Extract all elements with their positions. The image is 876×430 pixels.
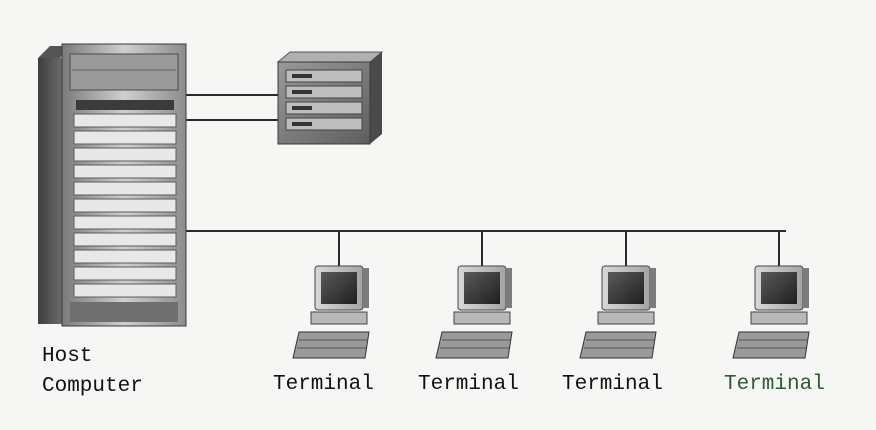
terminal-label: Terminal — [562, 373, 663, 396]
host-label-line-1: Host — [42, 345, 93, 368]
terminal-icon — [292, 265, 370, 359]
terminal-label: Terminal — [724, 373, 825, 396]
host-computer-icon — [38, 43, 187, 327]
host-computer-label: Host Computer — [42, 342, 143, 402]
network-cables — [186, 94, 786, 266]
terminal-label: Terminal — [418, 373, 519, 396]
terminal-icon — [579, 265, 657, 359]
terminal-icon — [435, 265, 513, 359]
storage-unit-icon — [276, 51, 384, 145]
terminal-label: Terminal — [273, 373, 374, 396]
terminal-icon — [732, 265, 810, 359]
host-label-line-2: Computer — [42, 375, 143, 398]
